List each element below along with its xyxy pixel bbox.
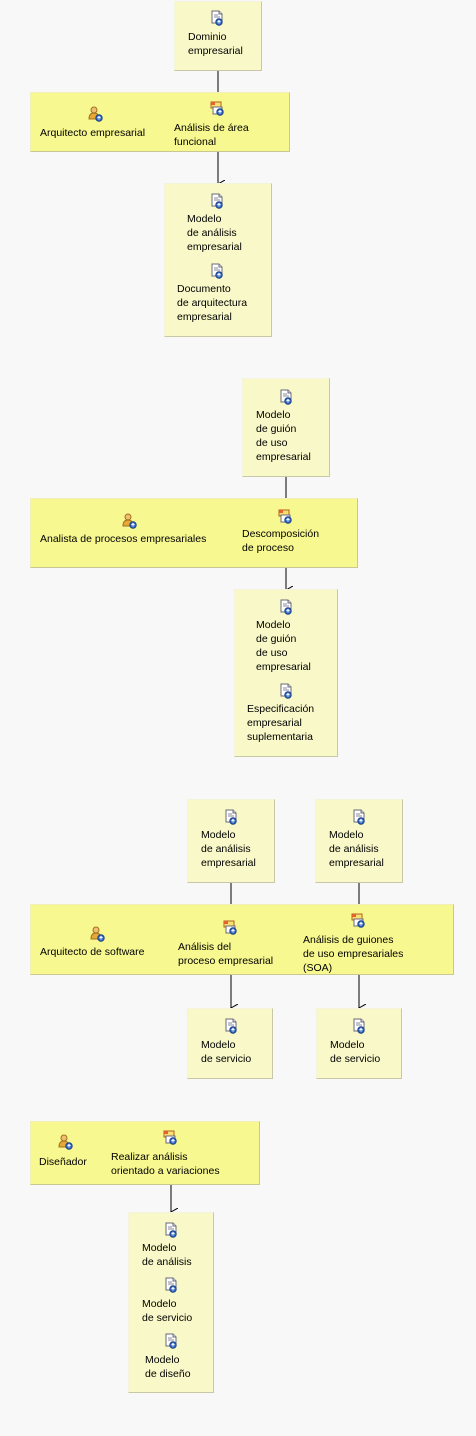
role-label[interactable]: Analista de procesos empresariales: [40, 533, 207, 545]
artifact-icon: [163, 1222, 179, 1238]
artifact-icon: [351, 809, 367, 825]
artifact-icon: [278, 599, 294, 615]
role-task-band: [30, 498, 358, 568]
artifact-icon: [223, 809, 239, 825]
artifact-icon: [163, 1277, 179, 1293]
role-task-band: [30, 1121, 260, 1185]
output-artifact-box: [164, 183, 272, 337]
artifact-icon: [223, 1018, 239, 1034]
artifact-icon: [278, 389, 294, 405]
artifact-icon: [163, 1333, 179, 1349]
role-icon: [122, 513, 138, 529]
output-artifact-box: [187, 1008, 273, 1079]
artifact-icon: [209, 10, 225, 26]
artifact-icon: [209, 193, 225, 209]
task-icon: [163, 1129, 179, 1145]
task-icon: [278, 508, 294, 524]
artifact-icon: [209, 263, 225, 279]
role-icon: [58, 1134, 74, 1150]
role-task-band: [30, 92, 290, 152]
role-icon: [90, 926, 106, 942]
role-icon: [88, 106, 104, 122]
task-icon: [351, 912, 367, 928]
role-label[interactable]: Diseñador: [39, 1156, 87, 1168]
task-icon: [223, 919, 239, 935]
output-artifact-box: [128, 1212, 214, 1393]
role-label[interactable]: Arquitecto de software: [40, 946, 145, 958]
artifact-icon: [351, 1018, 367, 1034]
role-label[interactable]: Arquitecto empresarial: [40, 127, 146, 139]
artifact-icon: [278, 683, 294, 699]
output-artifact-box: [234, 589, 338, 757]
task-icon: [210, 100, 226, 116]
